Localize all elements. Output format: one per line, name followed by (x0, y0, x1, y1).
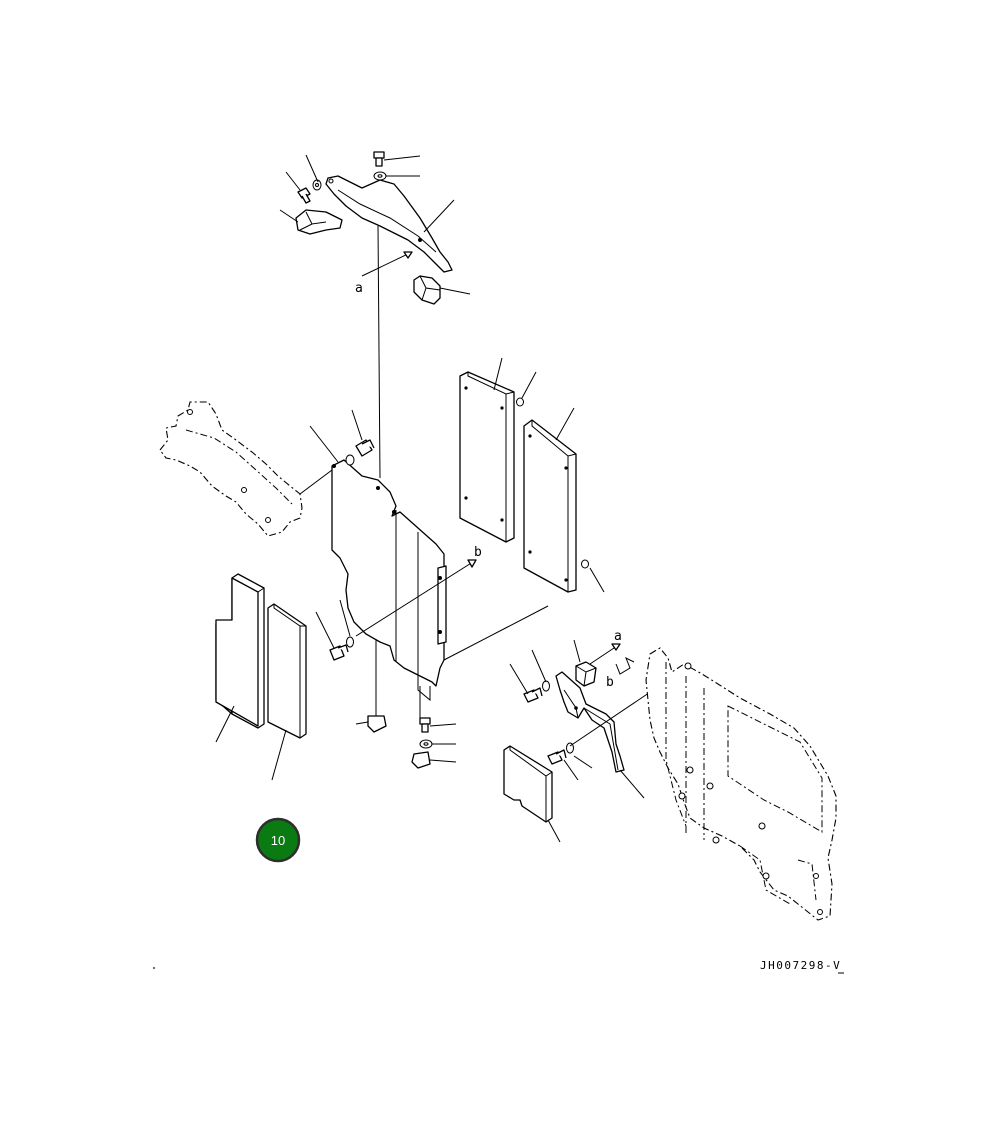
callout-a-right: a (614, 629, 622, 644)
lower-right-assembly: a b (503, 629, 837, 921)
badge-circle (255, 817, 301, 863)
bolt-icon (373, 151, 385, 167)
clip-icon (367, 715, 387, 733)
center-panel: b (309, 409, 549, 769)
top-cover-assembly: a (279, 151, 471, 479)
callout-a-top: a (355, 281, 363, 296)
washer-icon (345, 454, 355, 466)
washer-icon (542, 680, 550, 692)
badge-label: 10 (271, 833, 285, 848)
top-cover-plate (325, 175, 453, 273)
upper-right-panels (459, 357, 605, 593)
washer-icon (346, 636, 354, 648)
callout-b-right: b (606, 675, 614, 690)
bolt-icon (419, 717, 431, 733)
mounting-bracket (555, 671, 625, 773)
left-small-bracket (295, 209, 343, 235)
bolt-icon (297, 187, 311, 204)
cap-block (413, 275, 441, 305)
left-frame-outline (159, 401, 333, 537)
clip-icon (411, 751, 431, 769)
bolt-icon (355, 439, 375, 457)
reference-code: JH007298-V (760, 959, 841, 972)
page-badge: 10 (255, 817, 301, 863)
bolt-icon (329, 644, 349, 661)
lower-left-pads (215, 573, 307, 781)
foam-block (503, 745, 553, 823)
grommet-icon (516, 397, 524, 407)
callout-b-center: b (474, 545, 482, 560)
washer-icon (566, 742, 574, 754)
grommet-icon (581, 559, 589, 569)
bolt-icon (523, 687, 543, 703)
bolt-icon (547, 749, 567, 765)
